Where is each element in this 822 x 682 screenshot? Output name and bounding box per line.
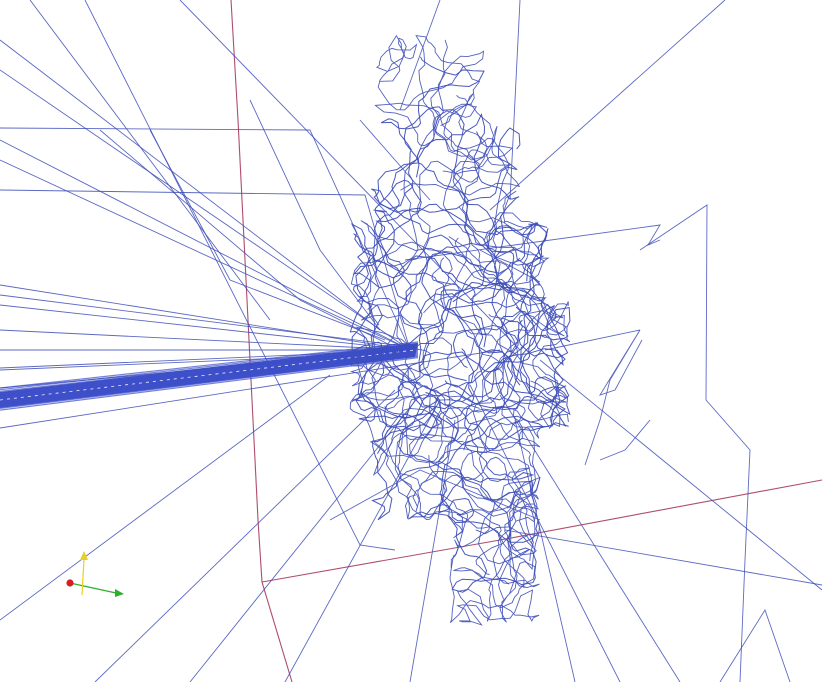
bounding-box-edges [230,0,822,682]
bundle-line [0,354,419,408]
bundle-line [0,352,419,404]
bundle-line [0,351,419,403]
trajectory-line [84,0,396,551]
bundle-line [0,346,419,396]
cluster-core-trajectory [399,221,548,341]
cluster-core-trajectory [403,106,571,416]
cluster-core-trajectory [350,222,475,429]
trajectory-line [0,127,411,351]
cluster-trajectory [353,131,514,465]
x-axis-line [69,582,117,594]
trajectory-cluster [349,34,571,626]
bounding-box-edge [261,479,822,583]
trajectory-line [584,329,643,466]
trajectory-line [0,139,411,351]
trajectory-line [189,394,421,682]
trajectory-line [329,469,541,521]
cluster-core-trajectory [371,56,512,390]
cluster-trajectory [376,34,485,163]
bundle-line [0,348,419,399]
cluster-core-trajectory [373,162,515,454]
cluster-trajectory [433,95,565,337]
trajectory-line [469,384,621,682]
trajectory-line [284,399,441,682]
trajectory-line [399,0,441,111]
x-axis-arrowhead [115,589,124,597]
trajectory-line [539,359,822,591]
trajectory-line [0,284,411,351]
trajectory-line [469,257,521,301]
bundle-line [0,355,419,409]
cluster-core-trajectory [349,127,536,422]
dense-trajectory-bundle [0,341,419,411]
bundle-line [0,357,419,411]
trajectory-line [0,189,411,351]
trajectory-line [0,304,411,351]
trajectory-line [0,69,411,351]
trajectory-line [94,389,396,682]
cluster-trajectory [453,467,536,623]
trajectory-line [489,0,726,211]
y-axis-arrowhead [80,551,88,560]
trajectory-line [359,119,431,201]
cluster-trajectory [397,324,569,589]
cluster-trajectory [475,310,569,575]
cluster-core-trajectory [397,406,539,593]
cluster-trajectory [419,257,541,450]
z-axis-marker [66,579,74,587]
cluster-core-trajectory [353,225,571,388]
cluster-trajectory [374,102,521,196]
orientation-axes-icon [66,551,124,597]
bundle-line [0,345,419,394]
trajectory-line [514,419,576,682]
cluster-trajectory [412,310,534,512]
trajectory-line [719,608,791,682]
trajectory-line [0,159,411,351]
cluster-core-trajectory [425,349,545,524]
y-axis-line [81,558,85,596]
bundle-line [0,343,419,392]
cluster-trajectory [449,522,540,626]
bundle-line [0,347,419,398]
trajectory-line [29,0,271,321]
bounding-box-edge [230,0,293,682]
trajectory-line [0,374,331,621]
trajectory-line [249,99,381,331]
trajectory-line [99,129,391,346]
trajectory-line [0,329,411,351]
bundle-line [0,353,419,406]
cluster-core-trajectory [371,320,566,521]
cluster-trajectory [472,283,540,588]
cluster-core-trajectory [392,255,570,427]
trajectory-line [509,0,521,201]
cluster-trajectory [450,380,567,571]
trajectory-line [179,0,521,351]
cluster-core-trajectory [373,113,541,420]
trajectory-line [499,394,681,682]
cluster-trajectory [394,433,540,556]
cluster-trajectory [360,160,506,335]
cluster-core-trajectory [352,179,439,432]
bundle-line [0,341,419,389]
trajectory-line [0,294,396,346]
trajectory-line [149,129,386,341]
bundle-line [0,342,419,391]
trajectory-line [639,204,751,682]
trajectory-line [544,329,641,351]
trajectory-line [0,39,381,331]
trajectory-line [599,419,651,461]
trajectory-line [504,529,822,586]
